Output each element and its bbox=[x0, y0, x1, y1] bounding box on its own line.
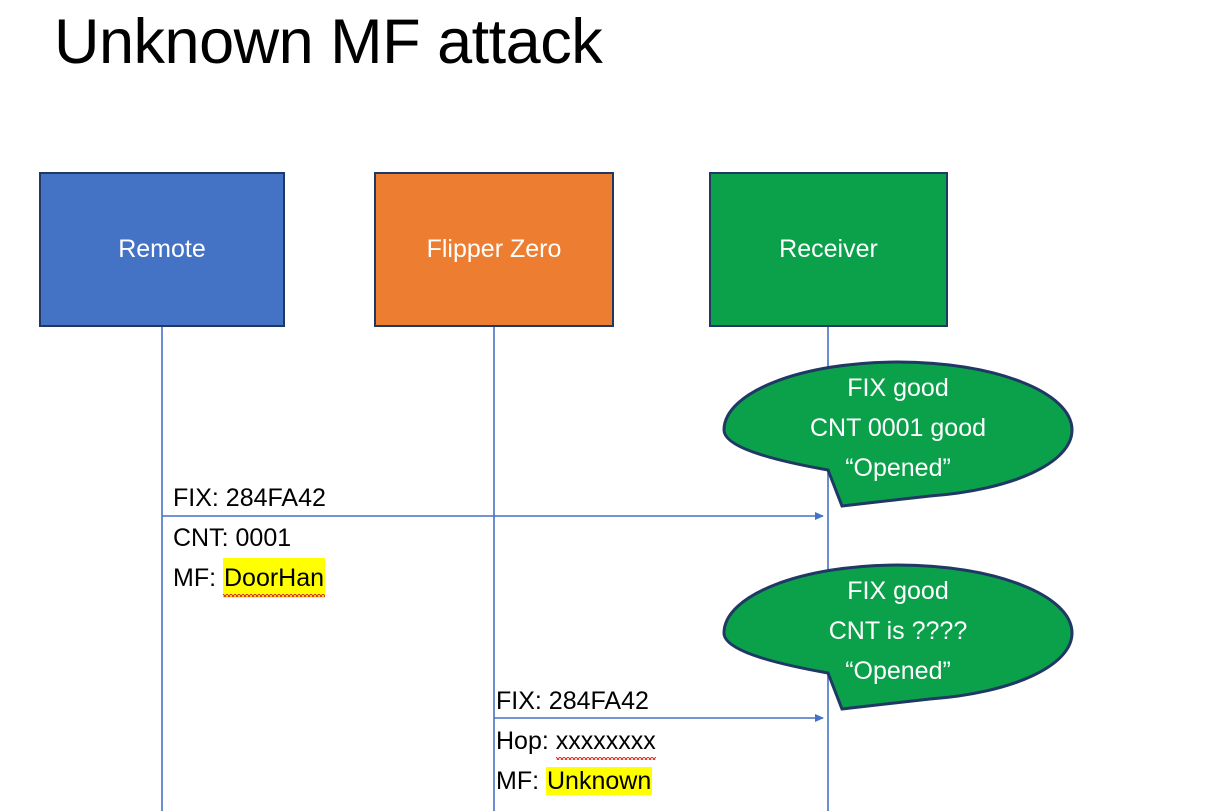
message-line-label: MF: bbox=[496, 767, 540, 795]
message-line: FIX: 284FA42 bbox=[496, 681, 656, 721]
message-line: CNT: 0001 bbox=[173, 518, 326, 558]
message-line: MF: Unknown bbox=[496, 761, 656, 801]
message-line-label: CNT: bbox=[173, 524, 229, 552]
actor-box-remote[interactable]: Remote bbox=[39, 172, 285, 327]
actor-label-receiver: Receiver bbox=[779, 234, 878, 263]
message-line: FIX: 284FA42 bbox=[173, 478, 326, 518]
actor-box-flipper[interactable]: Flipper Zero bbox=[374, 172, 614, 327]
callout-shape bbox=[722, 563, 1074, 711]
message-line: MF: DoorHan bbox=[173, 558, 326, 598]
callout-bubble-2[interactable]: FIX good CNT is ???? “Opened” bbox=[722, 563, 1074, 723]
message-line-value: 0001 bbox=[235, 524, 292, 552]
message-line-label: Hop: bbox=[496, 727, 549, 755]
message-line-value-misspelled: xxxxxxxx bbox=[555, 721, 656, 761]
message-line-label: FIX: bbox=[496, 687, 542, 715]
page-title: Unknown MF attack bbox=[54, 7, 603, 77]
message-line-value-highlighted: Unknown bbox=[546, 767, 653, 795]
callout-bubble-1[interactable]: FIX good CNT 0001 good “Opened” bbox=[722, 360, 1074, 520]
message-line-value-highlighted: DoorHan bbox=[223, 558, 326, 598]
actor-box-receiver[interactable]: Receiver bbox=[709, 172, 948, 327]
message-block-1: FIX: 284FA42 CNT: 0001 MF: DoorHan bbox=[173, 478, 326, 598]
actor-label-flipper: Flipper Zero bbox=[426, 234, 562, 263]
actor-label-remote: Remote bbox=[118, 234, 206, 263]
message-line: Hop: xxxxxxxx bbox=[496, 721, 656, 761]
message-line-value: 284FA42 bbox=[225, 484, 326, 512]
message-line-label: FIX: bbox=[173, 484, 219, 512]
message-line-label: MF: bbox=[173, 564, 217, 592]
message-line-value: 284FA42 bbox=[548, 687, 649, 715]
callout-shape bbox=[722, 360, 1074, 508]
message-block-2: FIX: 284FA42 Hop: xxxxxxxx MF: Unknown bbox=[496, 681, 656, 801]
